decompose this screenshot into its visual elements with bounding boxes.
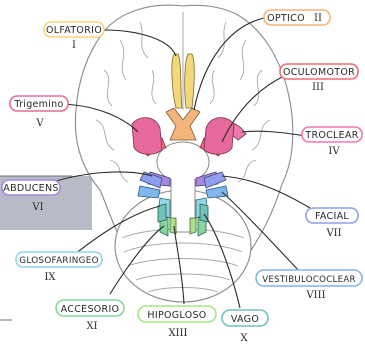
label-optico: OPTICO II bbox=[264, 10, 330, 25]
facial-numeral: VII bbox=[325, 228, 341, 239]
optico-numeral: II bbox=[314, 13, 322, 24]
vago-name: VAGO bbox=[231, 314, 259, 325]
olfatorio-name: OLFATORIO bbox=[46, 25, 102, 36]
label-glosofaringeo: GLOSOFARINGEO IX bbox=[16, 252, 102, 283]
oculomotor-name: OCULOMOTOR bbox=[283, 67, 355, 78]
label-oculomotor: OCULOMOTOR III bbox=[280, 64, 358, 93]
hipogloso-numeral: XIII bbox=[169, 328, 188, 339]
optico-name: OPTICO bbox=[267, 13, 305, 24]
label-vestibulococlear: VESTIBULOCOCLEAR VIII bbox=[256, 270, 362, 301]
trigemino-name: Trigemino bbox=[13, 99, 63, 110]
facial-name: FACIAL bbox=[315, 211, 349, 222]
label-vago: VAGO X bbox=[222, 310, 268, 344]
vestibulococlear-numeral: VIII bbox=[305, 290, 325, 301]
accesorio-numeral: XI bbox=[86, 321, 97, 332]
vestibulococlear-name: VESTIBULOCOCLEAR bbox=[262, 275, 356, 285]
abducens-numeral: VI bbox=[31, 202, 43, 213]
glosofaringeo-name: GLOSOFARINGEO bbox=[19, 256, 99, 266]
label-trigemino: Trigemino V bbox=[10, 96, 68, 129]
oculomotor-numeral: III bbox=[312, 82, 324, 93]
label-facial: FACIAL VII bbox=[306, 208, 358, 239]
glosofaringeo-numeral: IX bbox=[44, 272, 56, 283]
vago-numeral: X bbox=[240, 333, 248, 344]
troclear-numeral: IV bbox=[328, 146, 340, 157]
brain bbox=[75, 5, 292, 302]
troclear-name: TROCLEAR bbox=[304, 130, 358, 141]
abducens-name: ABDUCENS bbox=[3, 183, 58, 194]
label-hipogloso: HIPOGLOSO XIII bbox=[138, 306, 216, 339]
olfatorio-numeral: I bbox=[72, 40, 76, 51]
label-accesorio: ACCESORIO XI bbox=[56, 300, 124, 332]
label-troclear: TROCLEAR IV bbox=[302, 127, 362, 157]
trigemino-numeral: V bbox=[35, 118, 44, 129]
hipogloso-name: HIPOGLOSO bbox=[147, 310, 206, 321]
accesorio-name: ACCESORIO bbox=[61, 304, 120, 315]
